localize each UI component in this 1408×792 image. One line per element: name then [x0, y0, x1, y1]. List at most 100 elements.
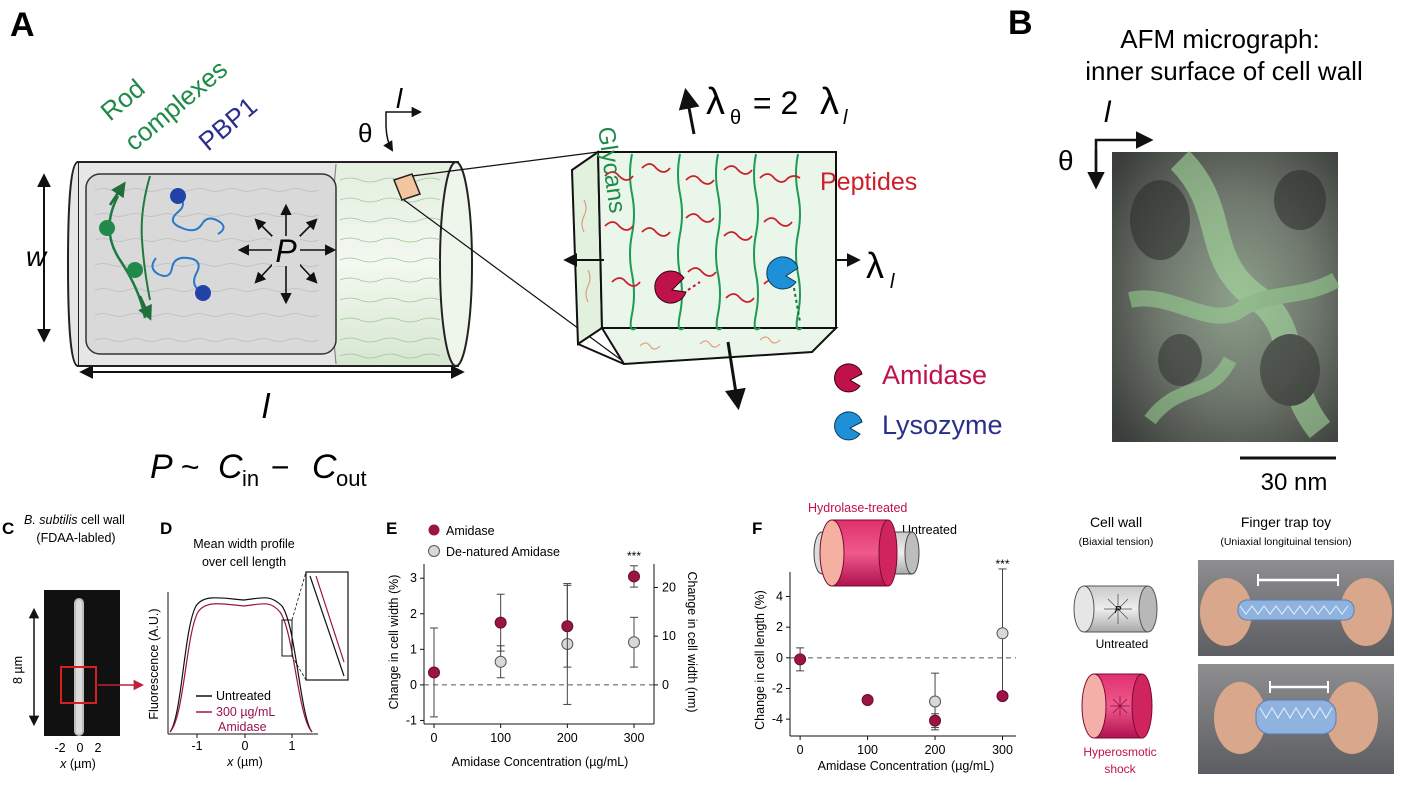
fingertrap-subtitle: (Uniaxial longituinal tension) — [1220, 536, 1351, 548]
lambda-eq-mid: = 2 — [744, 85, 798, 121]
panel-letter-e: E — [386, 519, 397, 538]
significance-label: *** — [995, 557, 1009, 571]
lambda-l-sub: l — [843, 107, 848, 129]
formula-in: in — [242, 466, 259, 491]
lambda-l-side-sub: l — [890, 271, 895, 293]
significance-label: *** — [627, 549, 641, 563]
x-tick-label: 100 — [857, 743, 878, 757]
panel-b: B AFM micrograph: inner surface of cell … — [1008, 4, 1363, 496]
d-xlabel: x (µm) — [226, 755, 263, 769]
f-cylinder-icon — [813, 519, 920, 587]
legend-amidase: Amidase — [882, 360, 987, 390]
lysozyme-legend-icon — [834, 411, 863, 441]
formula-minus: − — [262, 449, 298, 485]
f-xlabel: Amidase Concentration (µg/mL) — [818, 759, 995, 773]
y-tick-label: -1 — [406, 713, 417, 727]
cellwall-subtitle: (Biaxial tension) — [1079, 536, 1154, 548]
data-point — [494, 655, 507, 668]
y-tick-label: 3 — [410, 571, 417, 585]
formula-tilde: ~ — [172, 449, 208, 485]
untreated-label: Untreated — [1096, 637, 1149, 651]
formula-c-out: C — [312, 448, 337, 486]
pbp1-dot — [195, 285, 211, 301]
lysozyme-in-block — [766, 256, 799, 290]
y-tick-label: 2 — [410, 607, 417, 621]
data-point — [428, 666, 440, 679]
y-tick-label: 4 — [776, 590, 783, 604]
data-point — [561, 620, 574, 633]
x-tick-label: 200 — [557, 731, 578, 745]
fingertrap-photo-stretched — [1198, 560, 1394, 656]
data-point — [861, 693, 874, 706]
c-xtick: 2 — [95, 741, 102, 755]
panel-d-title-line1: Mean width profile — [193, 537, 294, 551]
panel-letter-c: C — [2, 519, 14, 538]
amidase-legend-icon — [834, 363, 863, 393]
rod-complex-dot — [99, 220, 115, 236]
legend-lysozyme: Lysozyme — [882, 410, 1003, 440]
width-symbol: w — [26, 241, 48, 272]
y-tick-right-label: 0 — [662, 678, 669, 692]
lambda-l-side: λ — [866, 245, 884, 286]
cell-cylinder: P — [66, 161, 473, 367]
panel-letter-b: B — [1008, 4, 1033, 42]
amidase-in-block — [654, 270, 687, 304]
panel-letter-a: A — [10, 6, 35, 44]
panel-c-subtitle: (FDAA-labled) — [36, 531, 115, 545]
y-tick-right-label: 10 — [662, 629, 676, 643]
f-label-treated: Hydrolase-treated — [808, 501, 907, 515]
shock-label-line1: Hyperosmotic — [1083, 745, 1156, 759]
y-tick-label: 1 — [410, 642, 417, 656]
afm-texture — [1128, 150, 1340, 439]
shock-label-line2: shock — [1104, 762, 1136, 776]
wall-patch — [393, 173, 421, 201]
panel-c-title: B. subtilis cell wall — [24, 513, 125, 527]
lambda-equation: λ θ = 2 λ l — [706, 81, 848, 129]
y-tick-label: 0 — [776, 651, 783, 665]
pbp1-dot — [170, 188, 186, 204]
fingertrap-photo-compressed — [1198, 664, 1394, 774]
panel-a: A — [10, 6, 1003, 491]
d-zoom-box — [281, 619, 293, 657]
y-tick-label: -2 — [772, 681, 783, 695]
d-legend-treated-line1: 300 µg/mL — [216, 705, 275, 719]
e-ylabel-left: Change in cell width (%) — [387, 575, 401, 710]
data-point — [628, 636, 640, 649]
panel-f: F Hydrolase-treated Untreated Change in … — [752, 501, 1016, 773]
x-tick-label: 0 — [431, 731, 438, 745]
data-point — [494, 616, 507, 629]
data-point — [996, 627, 1009, 640]
cellwall-title: Cell wall — [1090, 514, 1142, 530]
rod-complex-dot — [127, 262, 143, 278]
c-xlabel: x (µm) — [59, 757, 96, 771]
panel-e: E Amidase De-natured Amidase Change in c… — [386, 519, 699, 769]
panel-d-title-line2: over cell length — [202, 555, 286, 569]
panel-c: C B. subtilis cell wall (FDAA-labled) 8 … — [2, 513, 145, 771]
panel-d: D Mean width profile over cell length -1… — [147, 519, 349, 769]
formula-out: out — [336, 466, 367, 491]
d-xtick: -1 — [191, 739, 202, 753]
e-legend-amidase-marker — [428, 524, 440, 536]
data-point — [628, 570, 640, 583]
untreated-pressure: P — [1115, 605, 1122, 616]
peptides-label: Peptides — [820, 168, 917, 196]
f-label-untreated: Untreated — [902, 523, 957, 537]
y-tick-label: -4 — [772, 712, 783, 726]
shock-cylinder — [1081, 673, 1153, 739]
afm-title-line2: inner surface of cell wall — [1085, 56, 1362, 86]
formula-c-in: C — [218, 448, 243, 486]
e-ylabel-right: Change in cell width (nm) — [685, 571, 699, 712]
afm-scalebar-label: 30 nm — [1261, 469, 1328, 496]
f-ylabel: Change in cell length (%) — [753, 590, 767, 730]
afm-l-symbol: l — [1104, 96, 1112, 129]
lambda-theta-sub: θ — [730, 107, 741, 129]
d-curve-treated — [169, 603, 313, 733]
x-tick-label: 0 — [797, 743, 804, 757]
d-legend-untreated: Untreated — [216, 689, 271, 703]
e-legend-denatured-marker — [428, 545, 440, 557]
length-symbol: l — [262, 388, 271, 426]
d-ylabel: Fluorescence (A.U.) — [147, 608, 161, 719]
e-xlabel: Amidase Concentration (µg/mL) — [452, 755, 629, 769]
panel-g: Cell wall (Biaxial tension) Finger trap … — [1073, 514, 1394, 776]
